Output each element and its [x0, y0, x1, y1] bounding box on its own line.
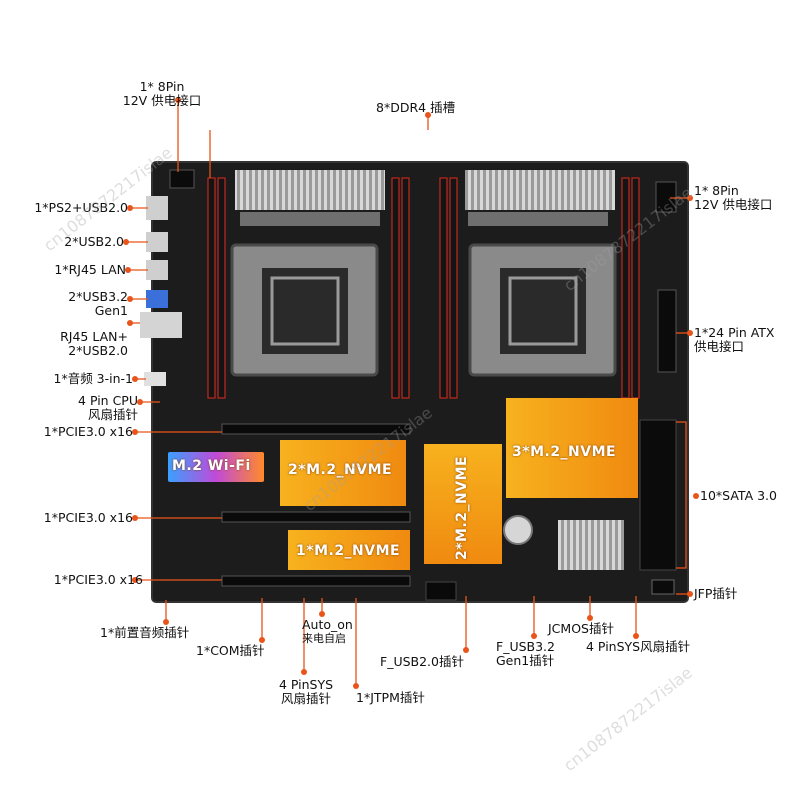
label-usb2: 2*USB2.0 [64, 234, 124, 249]
label-f-usb32-line2: Gen1插针 [496, 653, 555, 668]
jfp-header [651, 579, 675, 595]
label-rj45-usb: RJ45 LAN+ 2*USB2.0 [10, 330, 128, 358]
cpu-socket-right-core [500, 268, 586, 354]
label-sys-fan-left-line1: 4 PinSYS [278, 677, 334, 692]
label-cpu-power-right-line1: 1* 8Pin [694, 183, 739, 198]
label-jcmos: JCMOS插针 [548, 621, 614, 636]
label-ddr4: 8*DDR4 插槽 [376, 100, 456, 115]
cpu-socket-left-core [262, 268, 348, 354]
m2-nvme-vertical-area [424, 444, 502, 564]
label-auto-on-line2: 来电自启 [302, 632, 346, 645]
label-auto-on-line1: Auto_on [302, 617, 353, 632]
dimm-slot-8 [631, 177, 640, 399]
m2-nvme-vertical-tag: 2*M.2_NVME [454, 455, 470, 560]
m2-nvme-2-area [280, 440, 406, 506]
label-ps2-usb: 1*PS2+USB2.0 [34, 200, 128, 215]
io-usb2 [146, 232, 168, 252]
leader-sata [676, 421, 687, 569]
label-f-usb2: F_USB2.0插针 [380, 654, 464, 669]
label-f-usb32-line1: F_USB3.2 [496, 639, 555, 654]
label-front-audio: 1*前置音频插针 [100, 625, 190, 640]
m2-nvme-3-tag: 3*M.2_NVME [512, 444, 617, 460]
cpu-socket-right-frame [508, 276, 578, 346]
io-usb32 [146, 290, 168, 308]
vrm-chokes-left [240, 212, 380, 226]
label-cpu-fan-line1: 4 Pin CPU [78, 393, 138, 408]
label-rj45-usb-line1: RJ45 LAN+ [60, 329, 128, 344]
label-auto-on: Auto_on 来电自启 [302, 618, 353, 646]
dimm-slot-3 [391, 177, 400, 399]
dimm-slot-4 [401, 177, 410, 399]
dimm-slot-1 [207, 177, 216, 399]
label-rj45-usb-line2: 2*USB2.0 [68, 343, 128, 358]
label-cpu-fan-line2: 风扇插针 [87, 407, 138, 422]
dimm-slot-7 [621, 177, 630, 399]
m2-wifi-slot [168, 452, 264, 482]
label-usb32-line1: 2*USB3.2 [68, 289, 128, 304]
cpu-socket-left-frame [270, 276, 340, 346]
io-ps2 [146, 196, 168, 220]
label-pcie1: 1*PCIE3.0 x16 [43, 424, 133, 439]
label-atx24: 1*24 Pin ATX 供电接口 [694, 326, 775, 354]
debug-led-display [425, 581, 457, 601]
label-cpu-power-right-line2: 12V 供电接口 [694, 197, 773, 212]
leader-dots [123, 97, 699, 689]
io-rj45 [146, 260, 168, 280]
label-pcie3: 1*PCIE3.0 x16 [53, 572, 143, 587]
label-sys-fan-left: 4 PinSYS 风扇插针 [266, 678, 346, 706]
label-pcie2: 1*PCIE3.0 x16 [43, 510, 133, 525]
vrm-chokes-right [468, 212, 608, 226]
label-atx24-line2: 供电接口 [694, 339, 745, 354]
label-audio: 1*音频 3-in-1 [53, 371, 134, 386]
m2-wifi-tag: M.2 Wi-Fi [172, 458, 251, 474]
sata-ports [639, 419, 677, 571]
label-rj45: 1*RJ45 LAN [54, 262, 126, 277]
label-usb32-line2: Gen1 [94, 303, 128, 318]
label-cpu-fan: 4 Pin CPU 风扇插针 [10, 394, 138, 422]
m2-nvme-2-tag: 2*M.2_NVME [288, 462, 393, 478]
cpu-power-right-header [655, 181, 677, 213]
m2-nvme-1-area [288, 530, 410, 570]
label-f-usb32: F_USB3.2 Gen1插针 [496, 640, 555, 668]
dimm-slot-5 [439, 177, 448, 399]
label-cpu-power-left: 1* 8Pin 12V 供电接口 [112, 80, 212, 108]
label-usb32: 2*USB3.2 Gen1 [10, 290, 128, 318]
io-audio [144, 372, 166, 386]
chipset-heatsink [558, 520, 624, 570]
label-sys-fan-right: 4 PinSYS风扇插针 [586, 639, 691, 654]
label-sys-fan-left-line2: 风扇插针 [280, 691, 331, 706]
vrm-heatsink-right [465, 170, 615, 210]
label-com: 1*COM插针 [196, 643, 265, 658]
label-jtpm: 1*JTPM插针 [356, 690, 425, 705]
label-sata: 10*SATA 3.0 [700, 488, 777, 503]
label-cpu-power-right: 1* 8Pin 12V 供电接口 [694, 184, 772, 212]
dimm-slot-2 [217, 177, 226, 399]
label-atx24-line1: 1*24 Pin ATX [694, 325, 775, 340]
cmos-battery [503, 515, 533, 545]
m2-nvme-3-area [506, 398, 638, 498]
pcie-slot-2 [221, 511, 411, 523]
cpu-power-left-header [169, 169, 195, 189]
label-cpu-power-left-line1: 1* 8Pin [139, 79, 185, 94]
m2-nvme-1-tag: 1*M.2_NVME [296, 543, 401, 559]
dimm-slot-6 [449, 177, 458, 399]
pcie-slot-1 [221, 423, 411, 435]
vrm-heatsink-left [235, 170, 385, 210]
atx-24pin-connector [657, 289, 677, 373]
label-cpu-power-left-line2: 12V 供电接口 [122, 93, 202, 108]
leader-lines [126, 100, 690, 686]
io-rj45-usb [140, 312, 182, 338]
pcie-slot-3 [221, 575, 411, 587]
label-jfp: JFP插针 [694, 586, 738, 601]
